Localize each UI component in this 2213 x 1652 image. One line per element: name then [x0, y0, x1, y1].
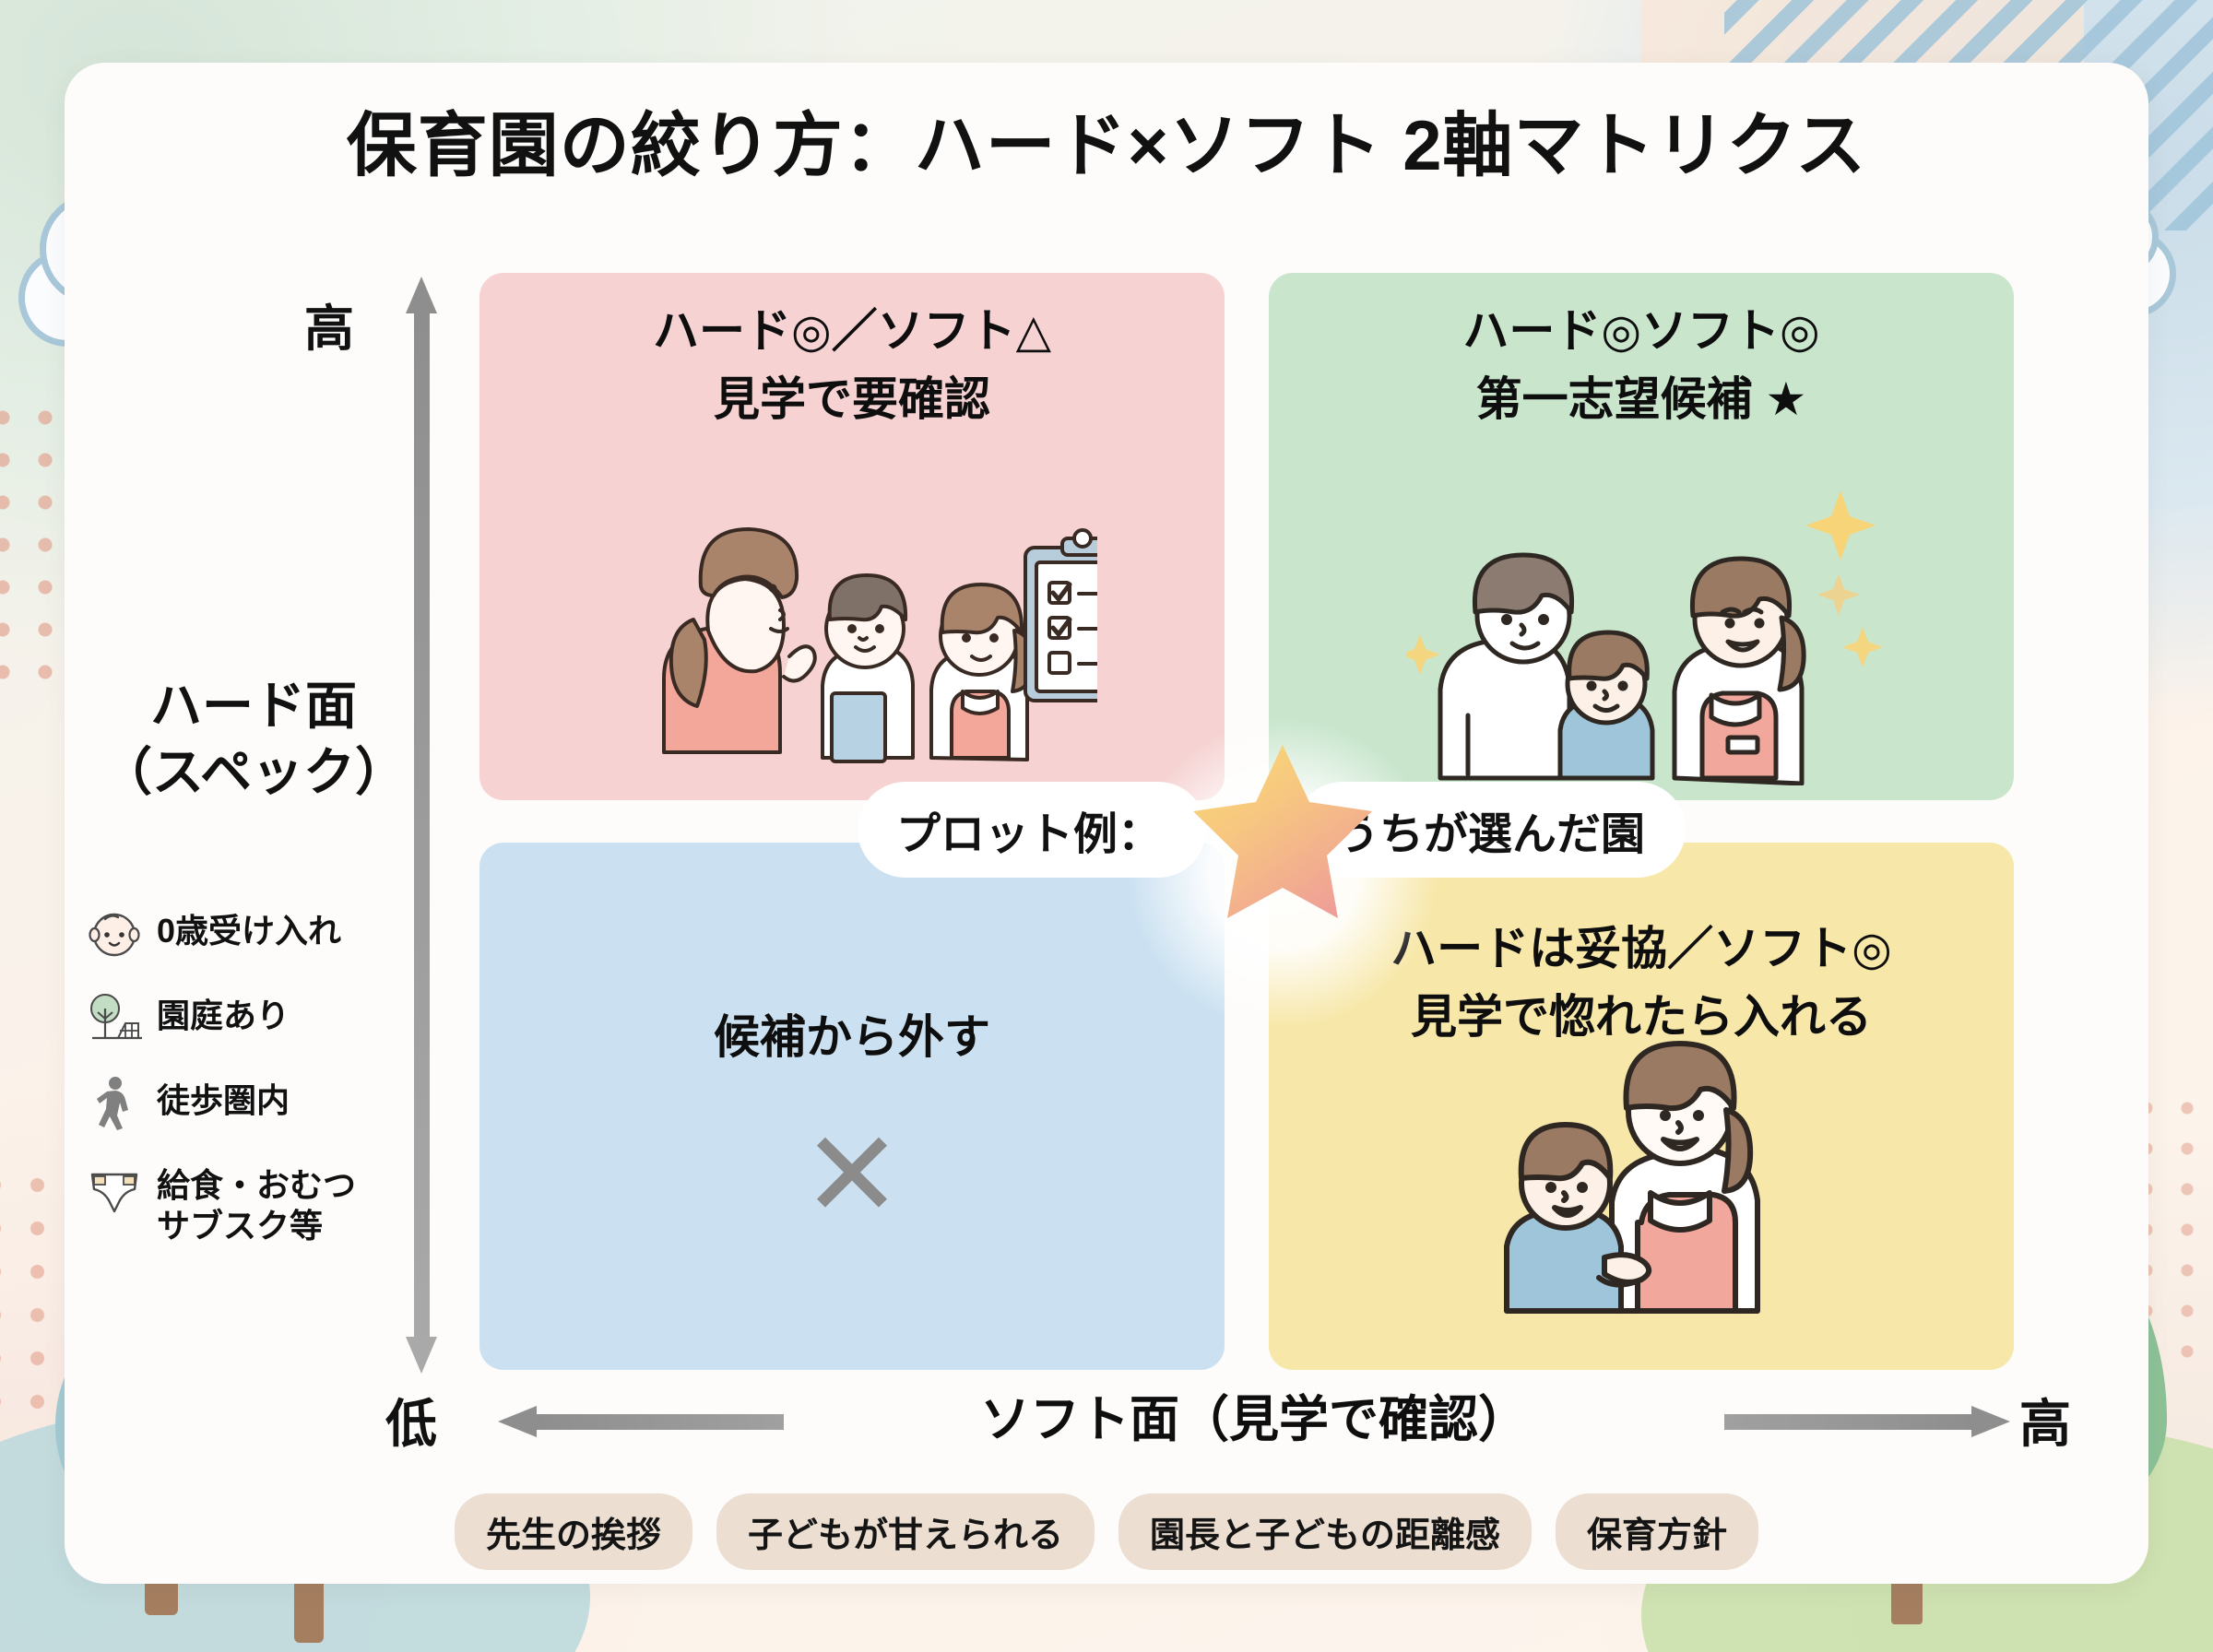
- plot-selected-school-label: うちが選んだ園: [1295, 782, 1686, 878]
- y-axis-arrowhead-up: [406, 277, 437, 313]
- y-axis-arrow: [406, 277, 437, 1374]
- baby-icon: [85, 903, 144, 962]
- star-icon: [1186, 738, 1379, 922]
- quadrant-top-right[interactable]: ハード◎ソフト◎ 第一志望候補 ★: [1269, 273, 2014, 800]
- y-axis-arrowhead-down: [406, 1337, 437, 1374]
- chip-childcare-policy[interactable]: 保育方針: [1556, 1493, 1759, 1570]
- x-axis-title-text: ソフト面（見学で確認）: [960, 1392, 1548, 1447]
- soft-criteria-chip-list: 先生の挨拶 子どもが甘えられる 園長と子どもの距離感 保育方針: [0, 1493, 2213, 1570]
- plot-example-label: プロット例：: [858, 782, 1207, 878]
- x-axis-arrow: ソフト面（見学で確認）: [498, 1392, 2010, 1447]
- x-axis-arrowhead-right: [1971, 1406, 2010, 1437]
- spec-list-item-label: 給食・おむつ: [157, 1166, 357, 1204]
- walking-person-icon: [85, 1073, 144, 1132]
- spec-list-item-diaper: 給食・おむつ サブスク等: [85, 1158, 426, 1246]
- spec-list-item-playground: 園庭あり: [85, 988, 426, 1047]
- chip-principal-child-distance[interactable]: 園長と子どもの距離感: [1118, 1493, 1533, 1570]
- spec-list-item-label: 0歳受け入れ: [157, 912, 342, 950]
- spec-list-item-walking: 徒歩圏内: [85, 1073, 426, 1132]
- diaper-icon: [85, 1158, 144, 1217]
- y-axis-title-line2: （スペック）: [100, 742, 408, 801]
- tree-playground-icon: [85, 988, 144, 1047]
- spec-list-item-label-multiline: 給食・おむつ サブスク等: [157, 1158, 356, 1246]
- quadrant-bottom-right-line2: 見学で惚れたら入れる: [1411, 991, 1872, 1043]
- quadrant-top-left-line2: 見学で要確認: [714, 373, 990, 425]
- cross-mark-icon: ✕: [801, 1107, 903, 1242]
- x-axis-arrowhead-left: [498, 1406, 537, 1437]
- quadrant-bottom-left-line1: 候補から外す: [714, 1011, 990, 1063]
- y-axis-high-label: 高: [304, 301, 354, 357]
- x-axis-shaft-right: [1724, 1414, 1973, 1430]
- y-axis-title-line1: ハード面: [150, 677, 357, 735]
- page-title: 保育園の絞り方：ハード×ソフト 2軸マトリクス: [346, 107, 1867, 185]
- x-axis-high-label: 高: [2019, 1395, 2071, 1453]
- quadrant-top-left[interactable]: ハード◎／ソフト△ 見学で要確認: [479, 273, 1225, 800]
- x-axis-shaft-left: [535, 1414, 784, 1430]
- spec-list-item-label: 徒歩圏内: [157, 1081, 290, 1119]
- quadrant-bottom-right[interactable]: ハードは妥協／ソフト◎ 見学で惚れたら入れる: [1269, 843, 2014, 1370]
- quadrant-top-right-line1: ハード◎ソフト◎: [1462, 305, 1820, 357]
- spec-list-item-baby: 0歳受け入れ: [85, 903, 426, 962]
- quadrant-bottom-left[interactable]: 候補から外す ✕: [479, 843, 1225, 1370]
- illustration-parent-observing-staff: [609, 448, 1143, 785]
- illustration-family-with-teacher: [1400, 454, 1887, 790]
- matrix-grid: ハード◎／ソフト△ 見学で要確認: [479, 273, 2014, 1370]
- spec-list: 0歳受け入れ 園庭あり: [85, 903, 426, 1272]
- x-axis-title: ソフト面（見学で確認）: [498, 1378, 2010, 1451]
- spec-list-item-label-2: サブスク等: [157, 1206, 324, 1245]
- spec-list-item-label: 園庭あり: [157, 997, 290, 1034]
- chip-child-can-be-dependent[interactable]: 子どもが甘えられる: [716, 1493, 1095, 1570]
- y-axis-title: ハード面 （スペック）: [92, 673, 415, 805]
- illustration-child-hugging-teacher: [1473, 1038, 1879, 1319]
- y-axis-shaft: [414, 308, 430, 1346]
- quadrant-top-right-line2: 第一志望候補 ★: [1475, 373, 1807, 425]
- quadrant-top-left-line1: ハード◎／ソフト△: [652, 305, 1052, 357]
- quadrant-bottom-right-line1: ハードは妥協／ソフト◎: [1391, 923, 1892, 974]
- x-axis-low-label: 低: [385, 1395, 437, 1453]
- chip-teacher-greeting[interactable]: 先生の挨拶: [454, 1493, 692, 1570]
